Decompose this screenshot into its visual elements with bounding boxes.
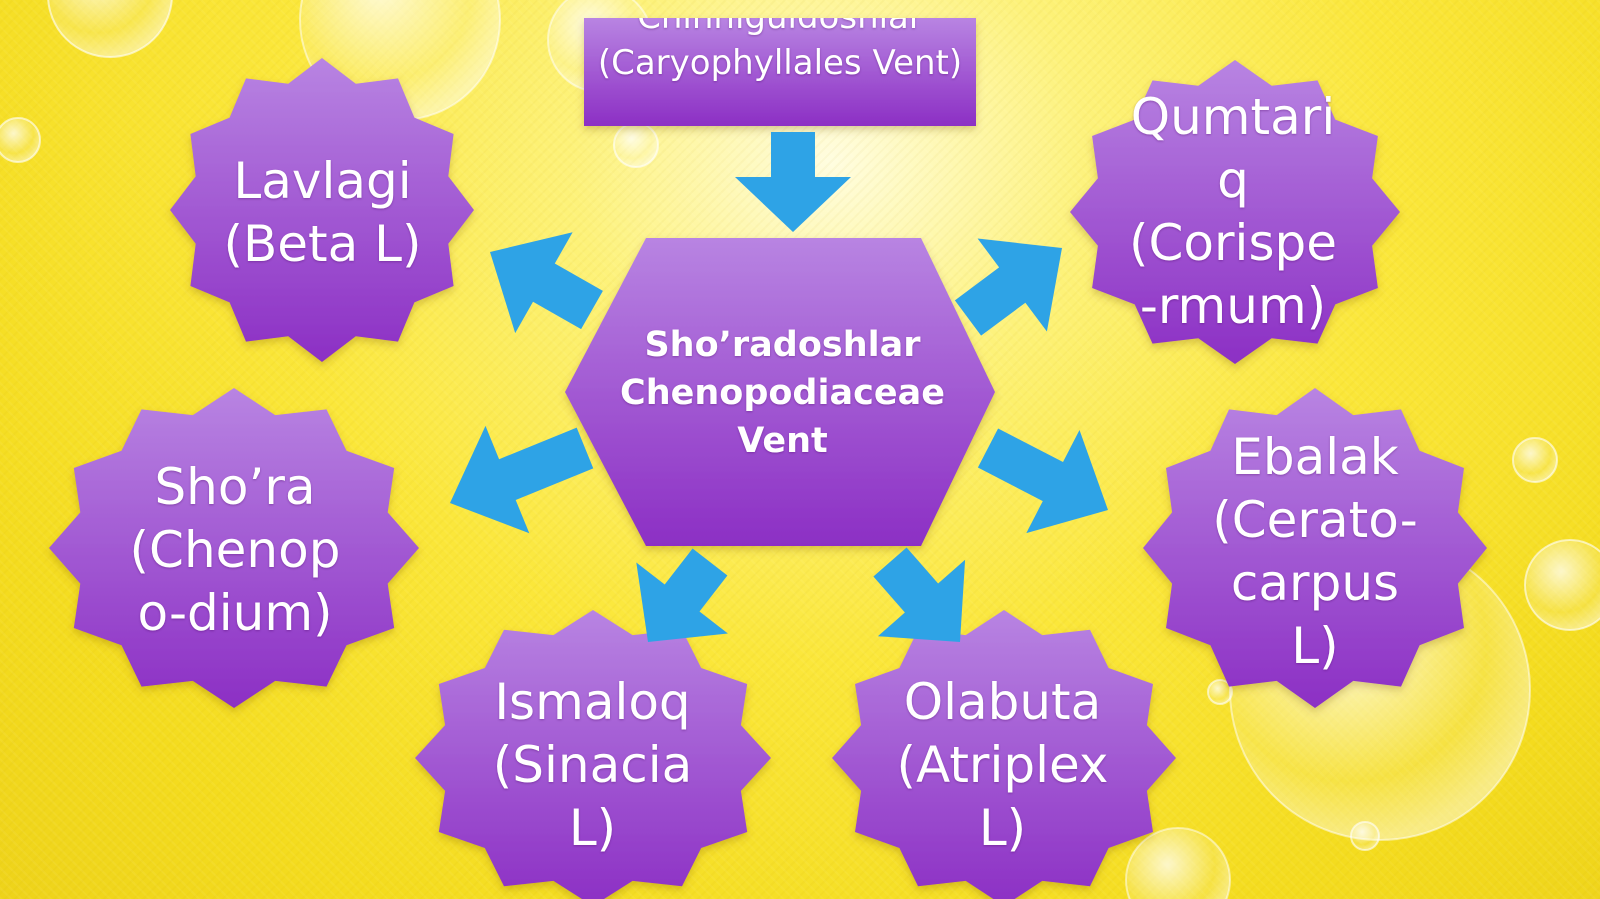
star-shape-shora [49,388,419,708]
top-box-label: Chinniguldoshlar (Caryophyllales Vent) [597,18,963,83]
bubble [1207,679,1233,705]
arrow-to-qumtariq-icon [954,238,1062,336]
bubble [47,0,173,58]
star-label-lavlagi: Lavlagi (Beta L) [223,151,422,273]
star-label-ebalak: Ebalak (Cerato- carpus L) [1212,428,1418,675]
top-box-clip: Chinniguldoshlar (Caryophyllales Vent) [584,18,976,126]
bubble [1125,827,1231,899]
star-label-qumtariq: Qumtari q (Corispe -rmum) [1128,88,1337,335]
arrow-to-ismaloq-icon [636,548,728,642]
arrow-to-ebalak-icon [977,428,1108,534]
bubble [613,122,659,168]
star-label-olabuta: Olabuta (Atriplex L) [896,672,1109,857]
star-shape-olabuta [832,610,1176,899]
star-shape-lavlagi [170,58,474,362]
star-shape-ebalak [1143,388,1487,708]
stars-layer [49,58,1487,899]
arrow-to-lavlagi-icon [490,232,603,334]
top-box [584,18,976,126]
bubble [1350,821,1380,851]
bubble [0,117,41,163]
star-label-shora: Sho’ra (Chenop o-dium) [129,457,341,642]
bubble [1524,539,1600,631]
arrow-to-shora-icon [450,425,594,534]
center-label: Sho’radoshlar Chenopodiaceae Vent [620,324,945,461]
star-label-ismaloq: Ismaloq (Sinacia L) [492,672,693,857]
arrows-layer [450,132,1108,642]
arrow-to-olabuta-icon [873,547,966,642]
arrow-down-icon [735,132,851,232]
star-shape-ismaloq [415,610,771,899]
center-hexagon [565,238,995,546]
bubble [1512,437,1558,483]
star-shape-qumtariq [1070,60,1400,364]
